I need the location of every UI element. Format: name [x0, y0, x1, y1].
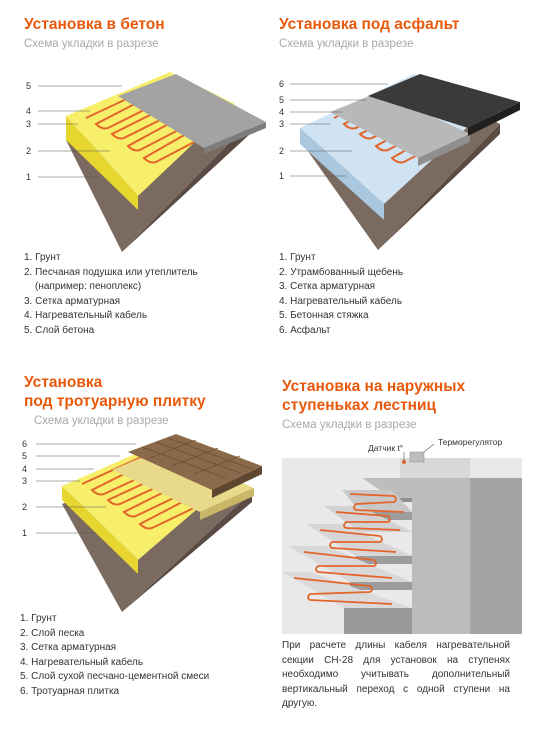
concrete-layer-number-2: 2	[26, 146, 31, 156]
asphalt-layer-number-1: 1	[279, 171, 284, 181]
asphalt-legend: 1. Грунт 2. Утрамбованный щебень 3. Сетк…	[279, 251, 403, 338]
paving-layer-mix	[112, 448, 254, 520]
paving-layer-number-6: 6	[22, 439, 27, 449]
legend-item: 4. Нагревательный кабель	[20, 656, 144, 668]
legend-item: 5. Бетонная стяжка	[279, 310, 369, 321]
legend-item: 4. Нагревательный кабель	[24, 310, 148, 321]
legend-item: 2. Слой песка	[20, 627, 85, 639]
asphalt-layer-asphalt	[368, 74, 520, 136]
concrete-layer-number-1: 1	[26, 172, 31, 182]
legend-item: (например: пеноплекс)	[35, 281, 142, 292]
paving-leaders	[36, 443, 136, 534]
asphalt-subtitle: Схема укладки в разрезе	[279, 38, 414, 50]
legend-item: 6. Асфальт	[279, 324, 331, 336]
stairs-note: При расчете длины кабеля нагревательной …	[282, 640, 510, 709]
legend-item: 3. Сетка арматурная	[24, 295, 121, 307]
paving-layer-tiles	[128, 434, 262, 498]
legend-item: 6. Тротуарная плитка	[20, 685, 120, 697]
paving-title-line2: под тротуарную плитку	[24, 393, 206, 410]
concrete-title: Установка в бетон	[24, 16, 165, 33]
paving-legend: 1. Грунт 2. Слой песка 3. Сетка арматурн…	[20, 612, 209, 699]
stairs-title-line1: Установка на наружных	[282, 378, 466, 395]
asphalt-leaders	[290, 83, 388, 177]
thermostat-label: Терморегулятор	[438, 437, 502, 447]
concrete-leaders	[38, 85, 122, 178]
paving-title-line1: Установка	[24, 374, 103, 391]
thermostat-box	[409, 451, 425, 463]
paving-layer-number-4: 4	[22, 464, 27, 474]
paving-layer-number-5: 5	[22, 451, 27, 461]
stairs-title-line2: ступеньках лестниц	[282, 397, 437, 414]
asphalt-layer-number-2: 2	[279, 146, 284, 156]
legend-item: 1. Грунт	[20, 613, 57, 624]
paving-layer-number-2: 2	[22, 502, 27, 512]
asphalt-layer-number-3: 3	[279, 119, 284, 129]
paving-layer-number-1: 1	[22, 528, 27, 538]
stairs-heating-cable	[293, 493, 405, 605]
legend-item: 2. Песчаная подушка или утеплитель	[24, 266, 198, 278]
asphalt-layer-number-6: 6	[279, 79, 284, 89]
concrete-subtitle: Схема укладки в разрезе	[24, 38, 159, 50]
asphalt-layer-number-4: 4	[279, 107, 284, 117]
paving-subtitle: Схема укладки в разрезе	[34, 415, 169, 427]
concrete-legend: 1. Грунт 2. Песчаная подушка или утеплит…	[24, 251, 198, 338]
legend-item: 3. Сетка арматурная	[20, 642, 117, 653]
legend-item: 4. Нагревательный кабель	[279, 295, 403, 307]
stairs-steps	[282, 478, 470, 634]
legend-item: 3. Сетка арматурная	[279, 281, 376, 292]
paving-layer-number-3: 3	[22, 476, 27, 486]
concrete-layer-number-4: 4	[26, 106, 31, 116]
asphalt-title: Установка под асфальт	[279, 16, 460, 33]
concrete-layer-number-5: 5	[26, 81, 31, 91]
legend-item: 5. Слой бетона	[24, 324, 95, 336]
concrete-layer-concrete	[118, 74, 266, 154]
legend-item: 5. Слой сухой песчано-цементной смеси	[20, 671, 210, 682]
stairs-subtitle: Схема укладки в разрезе	[282, 419, 417, 431]
legend-item: 1. Грунт	[24, 252, 61, 263]
asphalt-layer-number-5: 5	[279, 95, 284, 105]
sensor-label: Датчик t°	[368, 443, 403, 453]
legend-item: 2. Утрамбованный щебень	[279, 266, 404, 278]
legend-item: 1. Грунт	[279, 252, 316, 263]
concrete-layer-number-3: 3	[26, 119, 31, 129]
asphalt-layer-screed	[330, 92, 470, 166]
